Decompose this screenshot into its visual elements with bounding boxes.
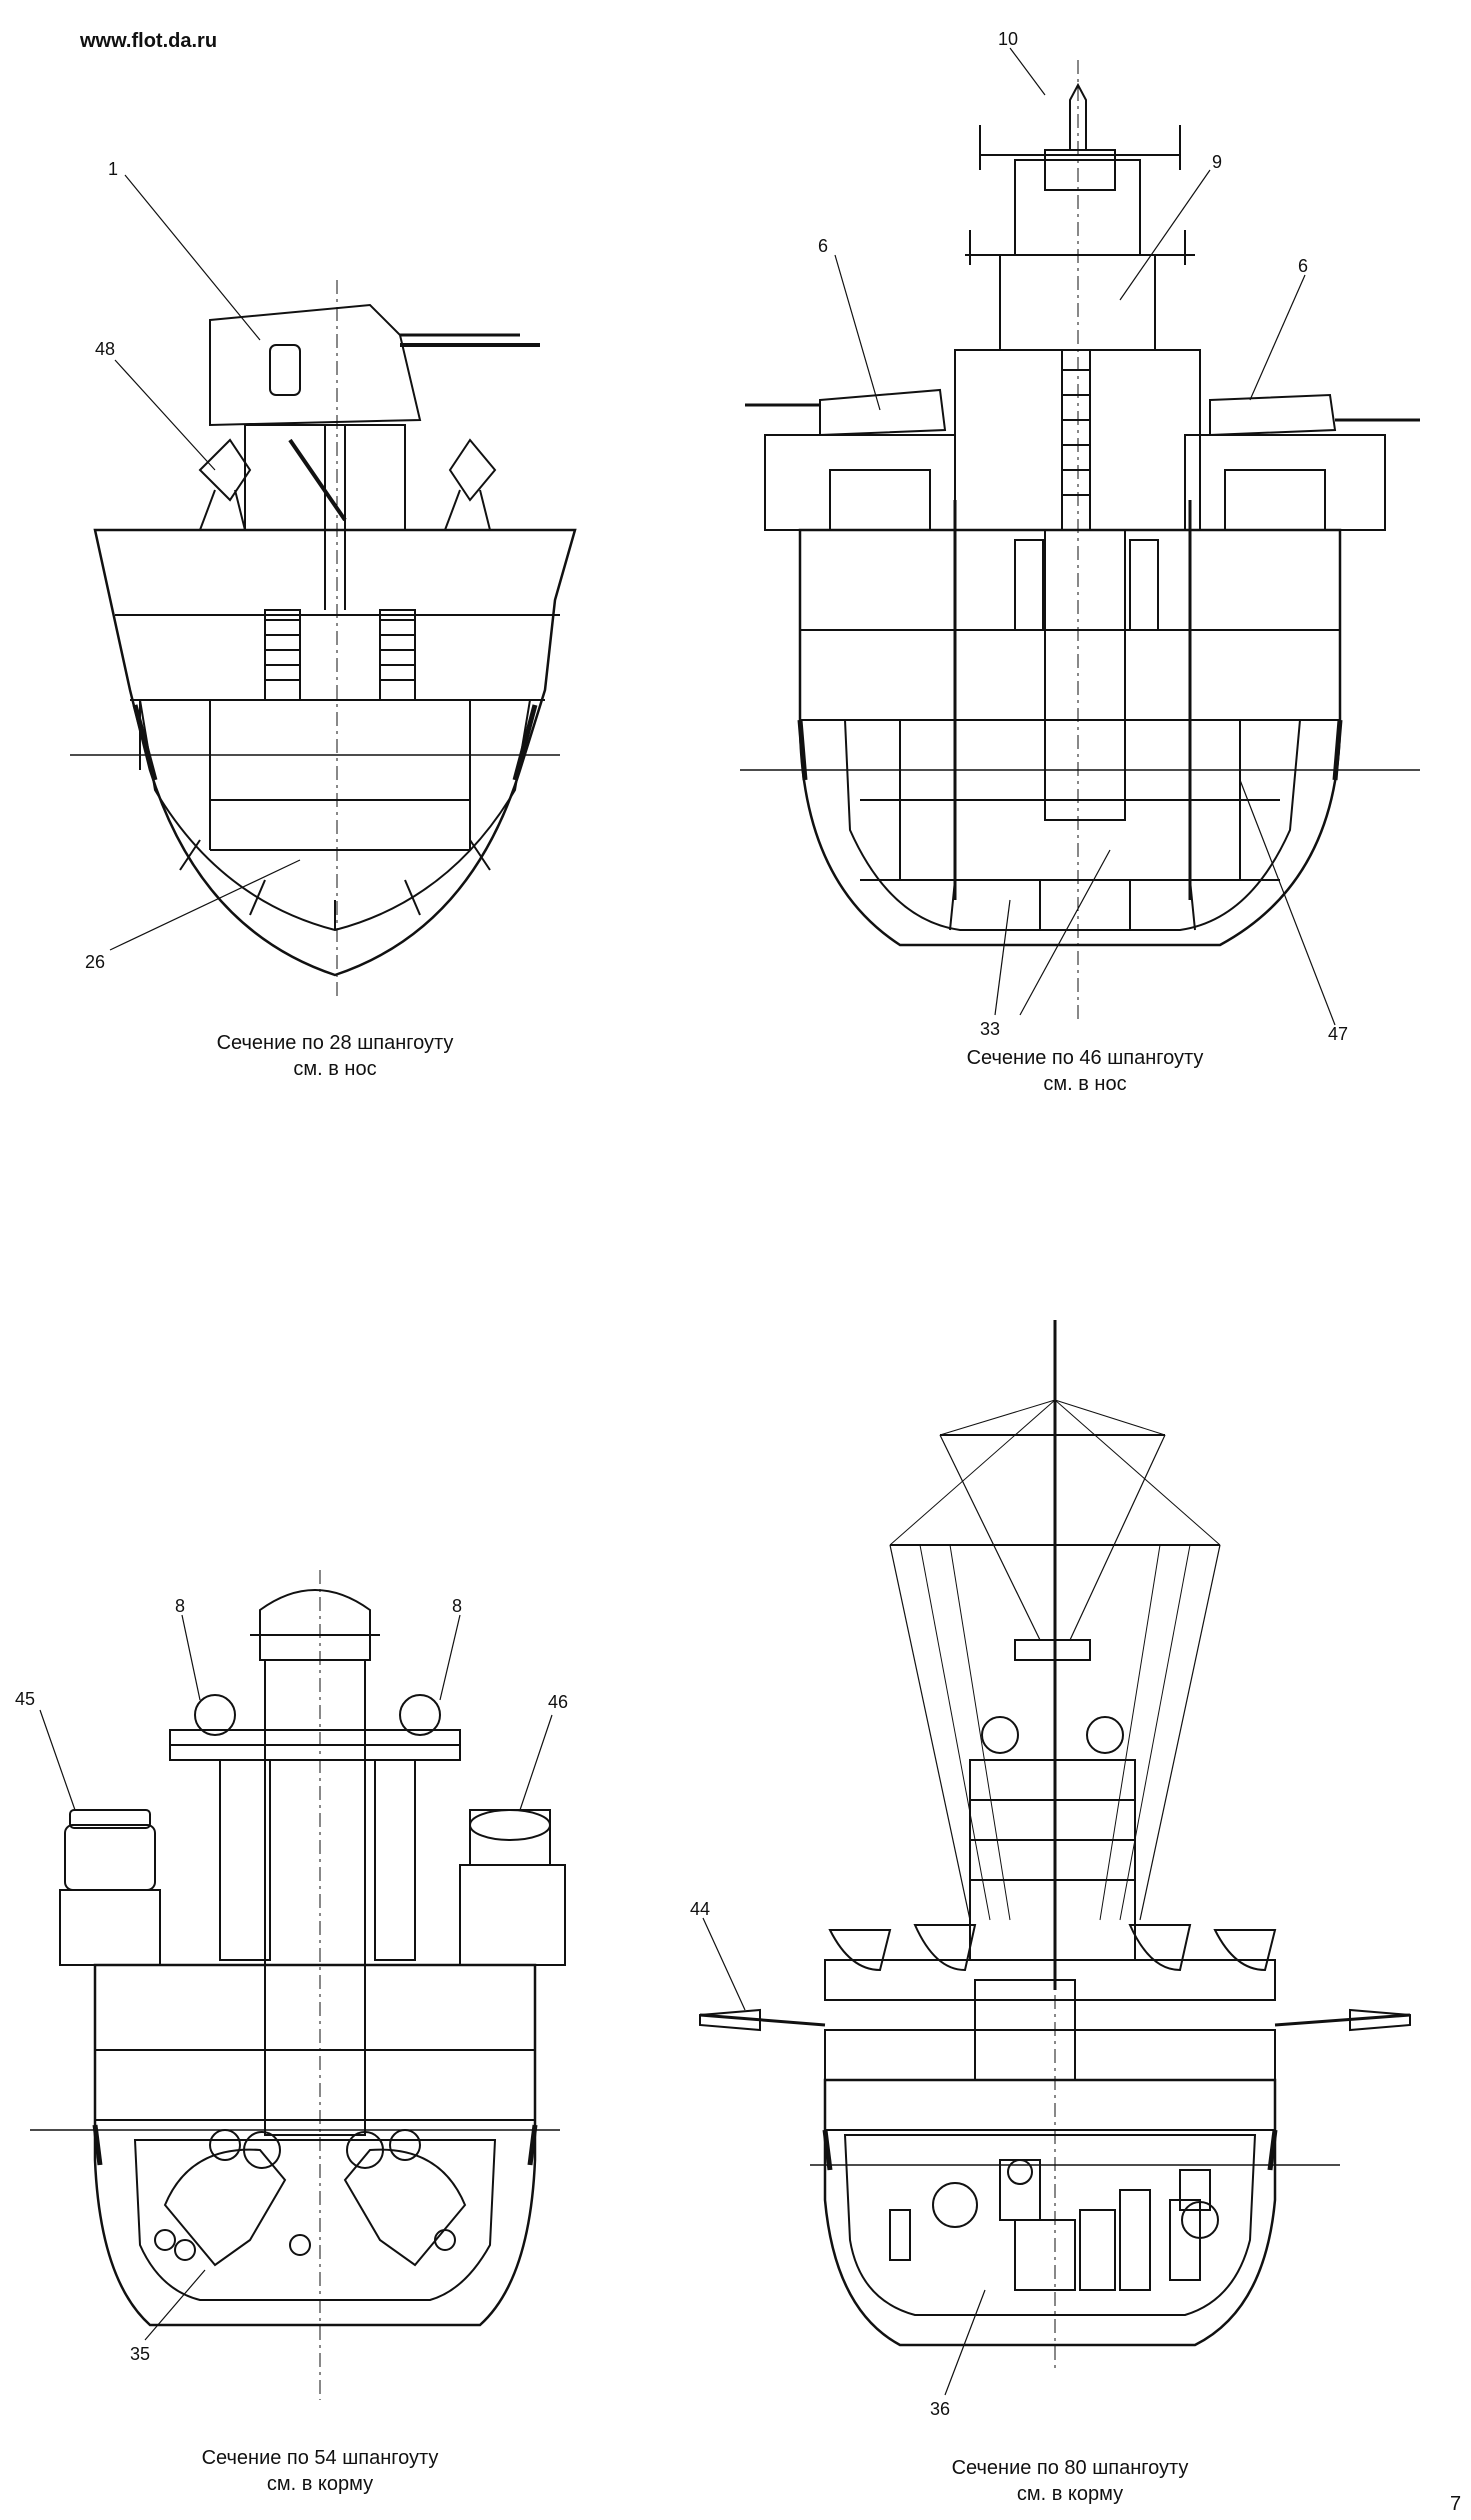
callout-33: 33 <box>980 1019 1000 1039</box>
caption-section-80: Сечение по 80 шпангоуту см. в корму <box>920 2455 1220 2507</box>
callout-6-right: 6 <box>1298 256 1308 276</box>
caption-section-28: Сечение по 28 шпангоуту см. в нос <box>190 1030 480 1082</box>
caption-54-line2: см. в корму <box>266 2473 374 2495</box>
caption-28-line2: см. в нос <box>293 1058 377 1080</box>
caption-80-line1: Сечение по 80 шпангоуту <box>951 2457 1189 2479</box>
caption-46-line2: см. в нос <box>1043 1073 1127 1095</box>
site-label: www.flot.da.ru <box>80 30 218 52</box>
caption-section-54: Сечение по 54 шпангоуту см. в корму <box>170 2445 470 2497</box>
callout-1: 1 <box>108 159 118 179</box>
callout-47: 47 <box>1328 1024 1348 1044</box>
caption-section-46: Сечение по 46 шпангоуту см. в нос <box>935 1045 1235 1097</box>
section-80-drawing: 44 36 <box>690 1320 1410 2419</box>
callout-6-left: 6 <box>818 236 828 256</box>
section-46-drawing: 10 9 6 6 33 47 <box>740 29 1420 1044</box>
caption-80-line2: см. в корму <box>1016 2483 1124 2505</box>
caption-28-line1: Сечение по 28 шпангоуту <box>216 1032 454 1054</box>
callout-9: 9 <box>1212 152 1222 172</box>
caption-46-line1: Сечение по 46 шпангоуту <box>966 1047 1204 1069</box>
page-marker: 7 <box>1450 2493 1461 2515</box>
callout-35: 35 <box>130 2344 150 2364</box>
callout-26: 26 <box>85 952 105 972</box>
section-28-drawing: 1 48 26 <box>70 159 575 1000</box>
callout-36: 36 <box>930 2399 950 2419</box>
callout-46: 46 <box>548 1692 568 1712</box>
callout-45: 45 <box>15 1689 35 1709</box>
callout-8-right: 8 <box>452 1596 462 1616</box>
callout-44: 44 <box>690 1899 710 1919</box>
callout-8-left: 8 <box>175 1596 185 1616</box>
section-54-drawing: 8 8 45 46 35 <box>15 1570 568 2400</box>
callout-48: 48 <box>95 339 115 359</box>
caption-54-line1: Сечение по 54 шпангоуту <box>201 2447 439 2469</box>
callout-10: 10 <box>998 29 1018 49</box>
